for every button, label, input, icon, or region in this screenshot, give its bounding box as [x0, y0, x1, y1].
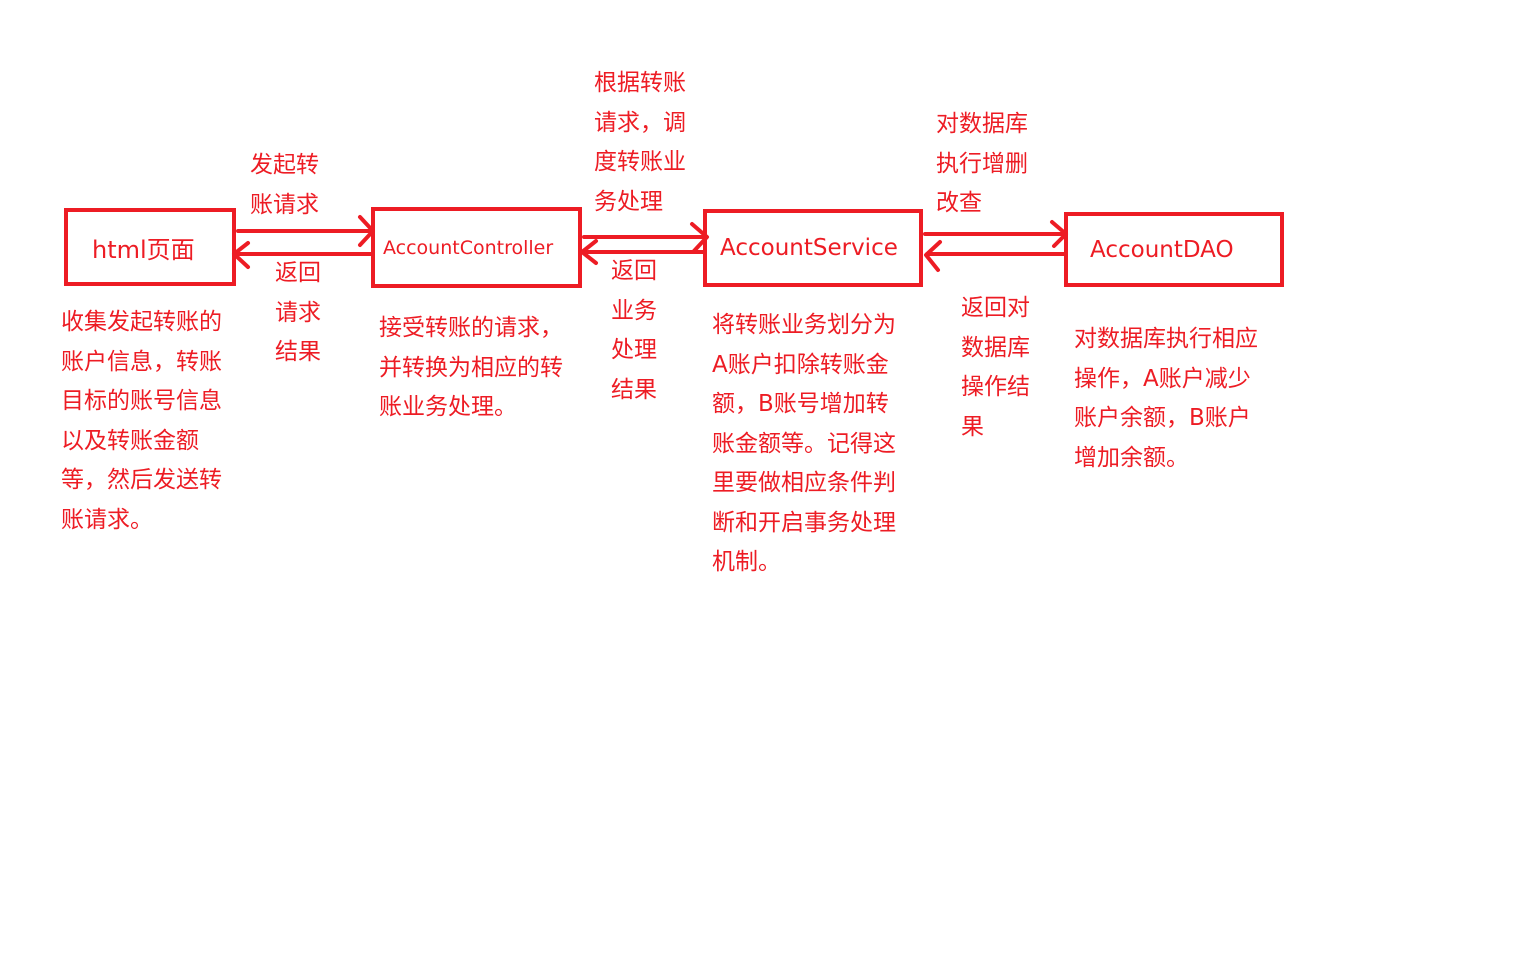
edge-label-dispatch-business: 根据转账 请求，调 度转账业 务处理 — [594, 70, 686, 215]
description-service: 将转账业务划分为 A账户扣除转账金 额，B账号增加转 账金额等。记得这 里要做相… — [712, 312, 896, 575]
html-page-label: html页面 — [92, 235, 195, 264]
account-controller-node: AccountController — [371, 207, 582, 288]
arrow-dao-to-service — [924, 240, 1066, 272]
arrow-controller-to-service — [582, 222, 709, 253]
edge-label-return-db-result: 返回对 数据库 操作结 果 — [961, 295, 1030, 440]
arrow-service-to-dao — [923, 220, 1068, 248]
account-service-node: AccountService — [703, 209, 923, 287]
description-controller: 接受转账的请求， 并转换为相应的转 账业务处理。 — [379, 315, 563, 420]
edge-label-return-request-result: 返回 请求 结果 — [275, 260, 321, 365]
edge-label-return-business-result: 返回 业务 处理 结果 — [611, 258, 657, 403]
account-dao-node: AccountDAO — [1064, 212, 1284, 287]
edge-label-send-request: 发起转 账请求 — [250, 152, 319, 218]
description-html-page: 收集发起转账的 账户信息，转账 目标的账号信息 以及转账金额 等，然后发送转 账… — [61, 309, 222, 533]
edge-label-crud: 对数据库 执行增删 改查 — [936, 111, 1028, 216]
description-dao: 对数据库执行相应 操作，A账户减少 账户余额，B账户 增加余额。 — [1074, 326, 1258, 471]
account-service-label: AccountService — [720, 235, 898, 261]
account-dao-label: AccountDAO — [1090, 236, 1234, 263]
html-page-node: html页面 — [64, 208, 236, 286]
account-controller-label: AccountController — [383, 236, 554, 259]
